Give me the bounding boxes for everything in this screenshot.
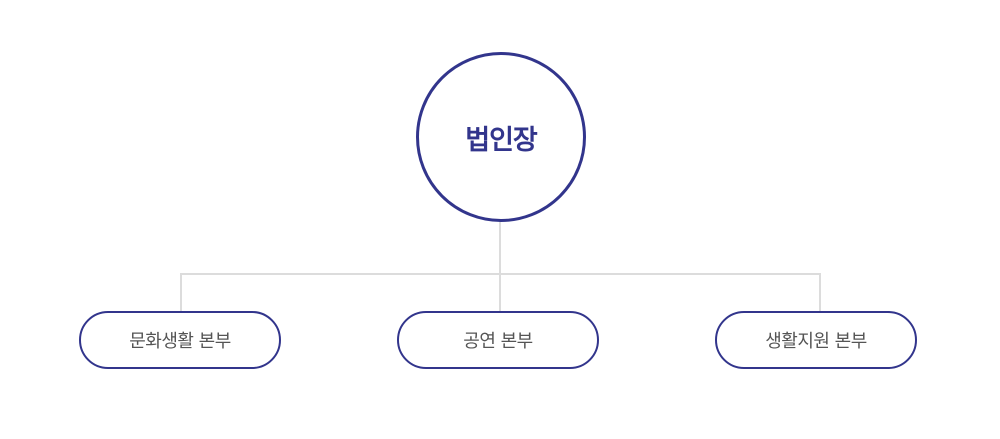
division-label: 생활지원 본부: [765, 331, 867, 352]
division-node-culture-life: 문화생활 본부: [79, 311, 281, 369]
root-node-ceo: 법인장: [416, 52, 586, 222]
division-node-life-support: 생활지원 본부: [715, 311, 917, 369]
division-label: 문화생활 본부: [129, 331, 231, 352]
division-label: 공연 본부: [463, 331, 533, 352]
root-node-label: 법인장: [465, 124, 538, 156]
division-node-performance: 공연 본부: [397, 311, 599, 369]
